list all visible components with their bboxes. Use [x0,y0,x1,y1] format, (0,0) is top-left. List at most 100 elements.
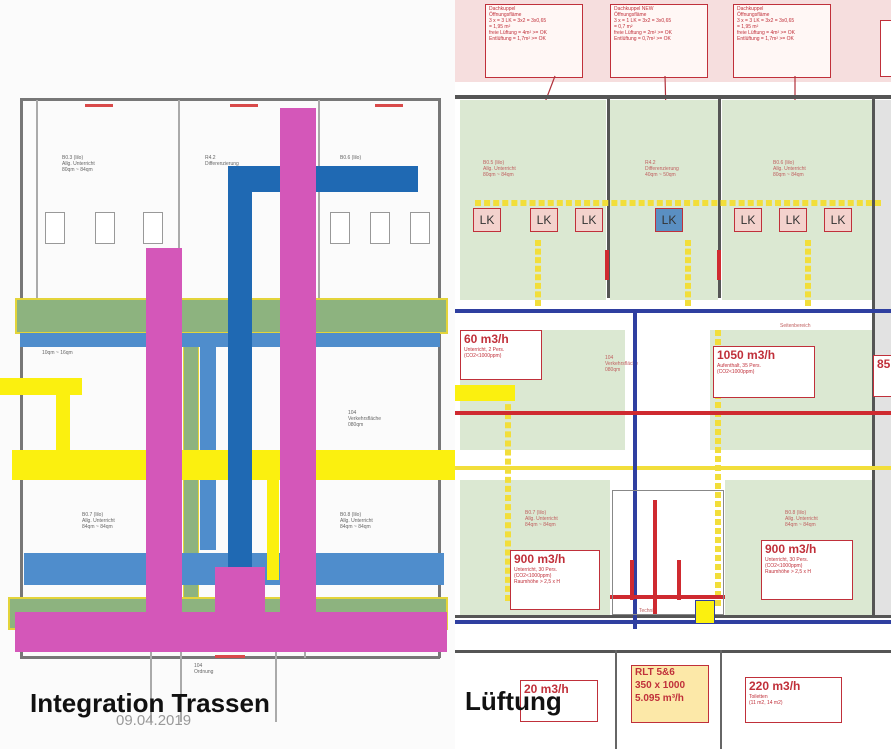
lk-skylight: LK [575,208,603,232]
caption-lueftung: Lüftung [465,686,562,716]
skylight-note: Dachkuppel Öffnungsfläme 3 x = 3 LK = 3x… [733,4,831,78]
airflow-note: Unterricht, 30 Pers. (CO2<1000ppm) Raumh… [765,557,811,575]
exhaust-line [475,200,881,206]
lk-skylight: LK [734,208,762,232]
stair-wall [180,652,182,722]
airflow-box-60: 60 m3/h Unterricht, 2 Pers. (CO2<1000ppm… [460,330,542,380]
blue-duct-horizontal [228,166,418,192]
room-label: Technik [639,608,656,614]
yellow-equipment [695,600,715,624]
supply-duct-upper [455,309,891,313]
room-label: B0.7 (lilo) Allg. Unterricht 84qm ~ 84qm [525,510,558,528]
airflow-value: 60 m3/h [464,332,509,346]
supply-duct-vertical [633,309,637,629]
light-blue-tray-vertical [200,345,216,550]
exhaust-line [685,240,691,306]
exhaust-duct [455,411,891,415]
airflow-value: 85 [877,357,891,371]
north-wall [455,95,891,99]
airflow-note: Aufenthalt, 35 Pers. (CO2<1000ppm) [717,363,761,375]
north-wall [20,98,440,101]
room-label: B0.8 (lilo) Allg. Unterricht 84qm ~ 84qm [785,510,818,528]
airflow-value: 220 m3/h [749,679,801,693]
yellow-connection [455,385,515,401]
lk-skylight: LK [655,208,683,232]
window-mark [230,104,258,107]
supply-duct-lower [455,620,891,624]
airflow-value: 20 m3/h [524,682,569,696]
exhaust-riser [630,560,634,600]
exhaust-line [535,240,541,306]
skylight [370,212,390,244]
room-label: B0.6 (lilo) [340,155,362,161]
rlt-name: RLT 5&6 [635,667,675,678]
exhaust-riser [605,250,609,280]
window-mark [375,104,403,107]
blue-duct-vertical [228,166,252,628]
room-label: 10qm ~ 16qm [42,350,73,356]
skylight-note: Dachkuppel NEW Öffnungsfläme 3 x = 1 LK … [610,4,708,78]
room-divider [318,100,320,300]
stair-wall [150,652,152,722]
south-wall [455,615,891,618]
airflow-note: Toiletten (11 m2, 14 m2) [749,694,783,706]
exhaust-riser [717,250,721,280]
room-label: R4.2 Differenzierung [205,155,239,167]
exhaust-line [805,240,811,306]
lk-skylight: LK [824,208,852,232]
yellow-tray-riser [267,480,279,580]
rlt-dimensions: 350 x 1000 [635,680,686,691]
outer-wall [455,650,891,653]
room-wall [607,98,610,298]
lueftung-plan: Dachkuppel Öffnungsfläme 3 x = 3 LK = 3x… [455,0,891,749]
room-label: B0.3 (lilo) Allg. Unterricht 80qm ~ 84qm [62,155,95,173]
airflow-box-900-right: 900 m3/h Unterricht, 30 Pers. (CO2<1000p… [761,540,853,600]
exhaust-riser [677,560,681,600]
room-label: 104 Verkehrsfläche 080qm [605,355,639,373]
skylight [95,212,115,244]
window-mark [85,104,113,107]
airflow-note: Unterricht, 30 Pers. (CO2<1000ppm) Raumh… [514,567,560,585]
skylight [330,212,350,244]
rlt-airflow: 5.095 m³/h [635,693,684,704]
skylight-note-partial [880,20,891,77]
airflow-value: 900 m3/h [514,552,566,566]
magenta-duct-horizontal [15,612,447,652]
airflow-note: Unterricht, 2 Pers. (CO2<1000ppm) [464,347,505,359]
east-wall [438,98,441,658]
room-label: 104 Verkehrsfläche 080qm [348,410,382,428]
airflow-box-220: 220 m3/h Toiletten (11 m2, 14 m2) [745,677,842,723]
stair-wall [720,650,722,749]
skylight [143,212,163,244]
technik-room [612,490,724,615]
room-label: B0.6 (lilo) Allg. Unterricht 80qm ~ 84qm [773,160,806,178]
lk-skylight: LK [530,208,558,232]
lk-skylight: LK [779,208,807,232]
lk-skylight: LK [473,208,501,232]
skylight-note: Dachkuppel Öffnungsfläme 3 x = 3 LK = 3x… [485,4,583,78]
door-mark [215,655,245,658]
magenta-duct-right [280,108,316,633]
room-label: Seitenbereich [780,323,811,329]
caption-integration-trassen: Integration Trassen [30,688,270,718]
room-label: B0.5 (lilo) Allg. Unterricht 80qm ~ 84qm [483,160,516,178]
yellow-tray-drop [56,393,70,453]
room-label: 104 Ordnung [194,663,214,675]
yellow-tray-branch [0,378,82,395]
room-wall [718,98,721,298]
exhaust-riser [653,500,657,615]
airflow-box-900-left: 900 m3/h Unterricht, 30 Pers. (CO2<1000p… [510,550,600,610]
magenta-duct-left [146,248,182,633]
room-divider [36,100,38,300]
room-label: B0.8 (lilo) Allg. Unterricht 84qm ~ 84qm [340,512,373,530]
airflow-box-20: 20 m3/h [520,680,598,722]
airflow-value: 900 m3/h [765,542,817,556]
stair-wall [275,652,277,722]
airflow-value: 1050 m3/h [717,348,776,362]
room-label: R4.2 Differenzierung 40qm ~ 50qm [645,160,679,178]
corridor-yellow-line [455,466,891,470]
exhaust-line [715,330,721,606]
rlt-unit-box: RLT 5&6 350 x 1000 5.095 m³/h [631,665,709,723]
integration-trassen-plan: B0.3 (lilo) Allg. Unterricht 80qm ~ 84qm… [0,98,455,722]
room-label: B0.7 (lilo) Allg. Unterricht 84qm ~ 84qm [82,512,115,530]
